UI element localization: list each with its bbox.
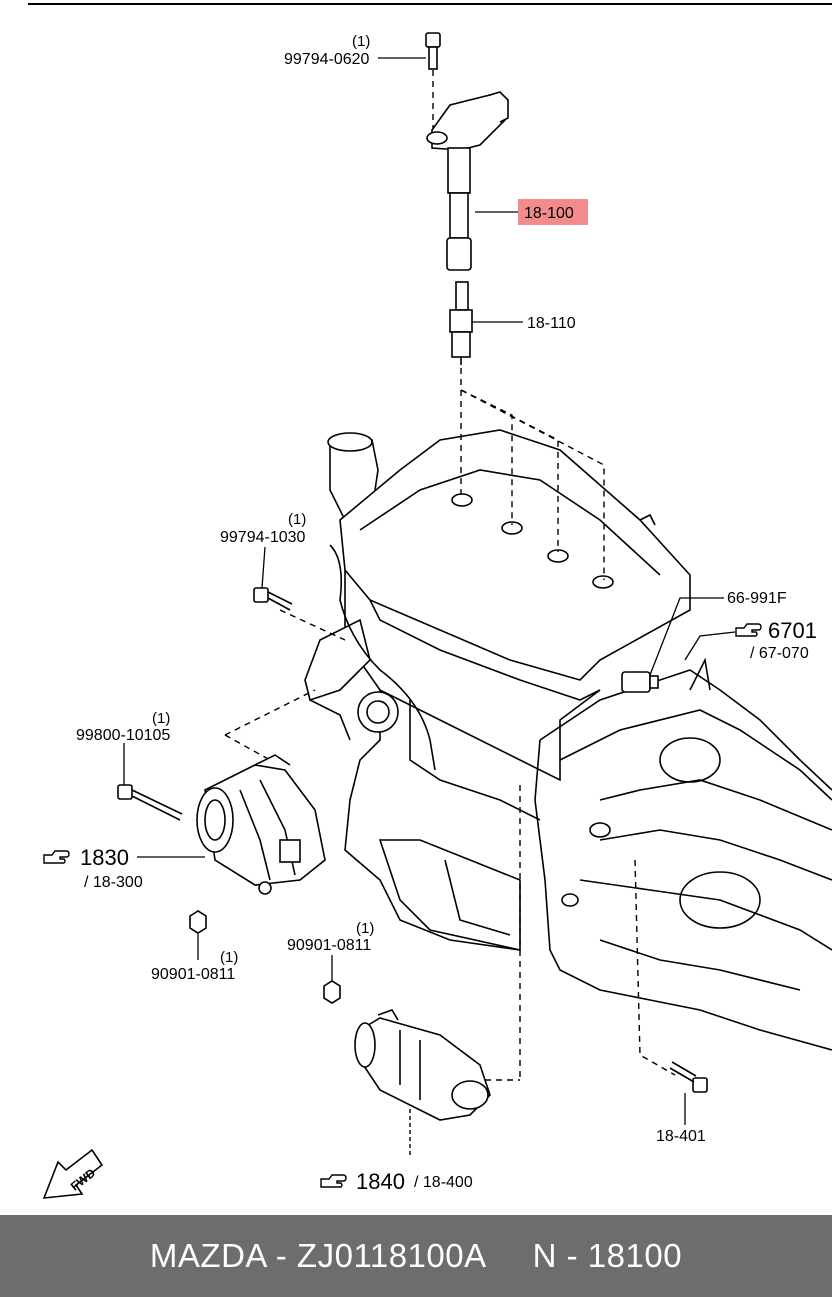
install-guide-lines [224, 70, 676, 1155]
coil-part-label[interactable]: 18-100 [524, 205, 574, 222]
bolt-left-part: 99794-1030 [220, 529, 306, 546]
nut-starter-icon [323, 980, 341, 1004]
bolt-alternator-icon [117, 784, 183, 821]
pointing-hand-icon [43, 850, 70, 864]
engine-illustration [304, 429, 832, 1051]
spark-plug-part-label[interactable]: 18-110 [527, 315, 576, 332]
bolt-top-qty: (1) [352, 33, 370, 50]
highlight-box [518, 199, 588, 225]
ref-1830-number: 1830 [80, 845, 129, 870]
pointing-hand-icon [320, 1174, 347, 1188]
nut-alt-part: 90901-0811 [151, 966, 235, 983]
ref-1840[interactable]: 1840 / 18-400 [320, 1169, 473, 1194]
footer-part-number: MAZDA - ZJ0118100A [149, 1237, 487, 1274]
bolt-alt-part: 99800-10105 [76, 727, 170, 744]
nut-alternator-icon [189, 910, 207, 934]
leader-lines [123, 57, 736, 1125]
footer-diagram-number: N - 18100 [532, 1237, 683, 1274]
bolt-alt-qty: (1) [152, 710, 170, 727]
nut-alt-qty: (1) [220, 949, 238, 966]
alternator [196, 754, 326, 895]
ref-1830-sub: / 18-300 [84, 874, 143, 891]
ref-1830[interactable]: 1830 / 18-300 [43, 845, 143, 891]
ignition-coil [426, 91, 509, 271]
ref-6701-sub: / 67-070 [750, 645, 809, 662]
bolt-top-part: 99794-0620 [284, 51, 370, 68]
bolt-left-icon [253, 587, 293, 611]
fwd-arrow: FWD [42, 1148, 104, 1199]
ref-1840-sub: / 18-400 [414, 1174, 473, 1191]
footer-bar: MAZDA - ZJ0118100A N - 18100 [0, 1215, 832, 1297]
bolt-transmission-part[interactable]: 18-401 [656, 1128, 706, 1145]
sensor-icon [621, 671, 659, 693]
ref-6701[interactable]: 6701 / 67-070 [735, 618, 817, 662]
parts-diagram: (1) 99794-0620 18-100 18-110 (1) 99794-1… [28, 3, 832, 1199]
bolt-transmission-icon [669, 1061, 708, 1093]
pointing-hand-icon [735, 623, 762, 637]
nut-starter-part: 90901-0811 [287, 937, 371, 954]
bolt-left-qty: (1) [288, 511, 306, 528]
ref-1840-number: 1840 [356, 1169, 405, 1194]
sensor-part-label[interactable]: 66-991F [727, 590, 787, 607]
starter-motor [354, 1009, 491, 1121]
bolt-top-icon [425, 32, 441, 70]
spark-plug [449, 281, 473, 365]
nut-starter-qty: (1) [356, 920, 374, 937]
ref-6701-number: 6701 [768, 618, 817, 643]
